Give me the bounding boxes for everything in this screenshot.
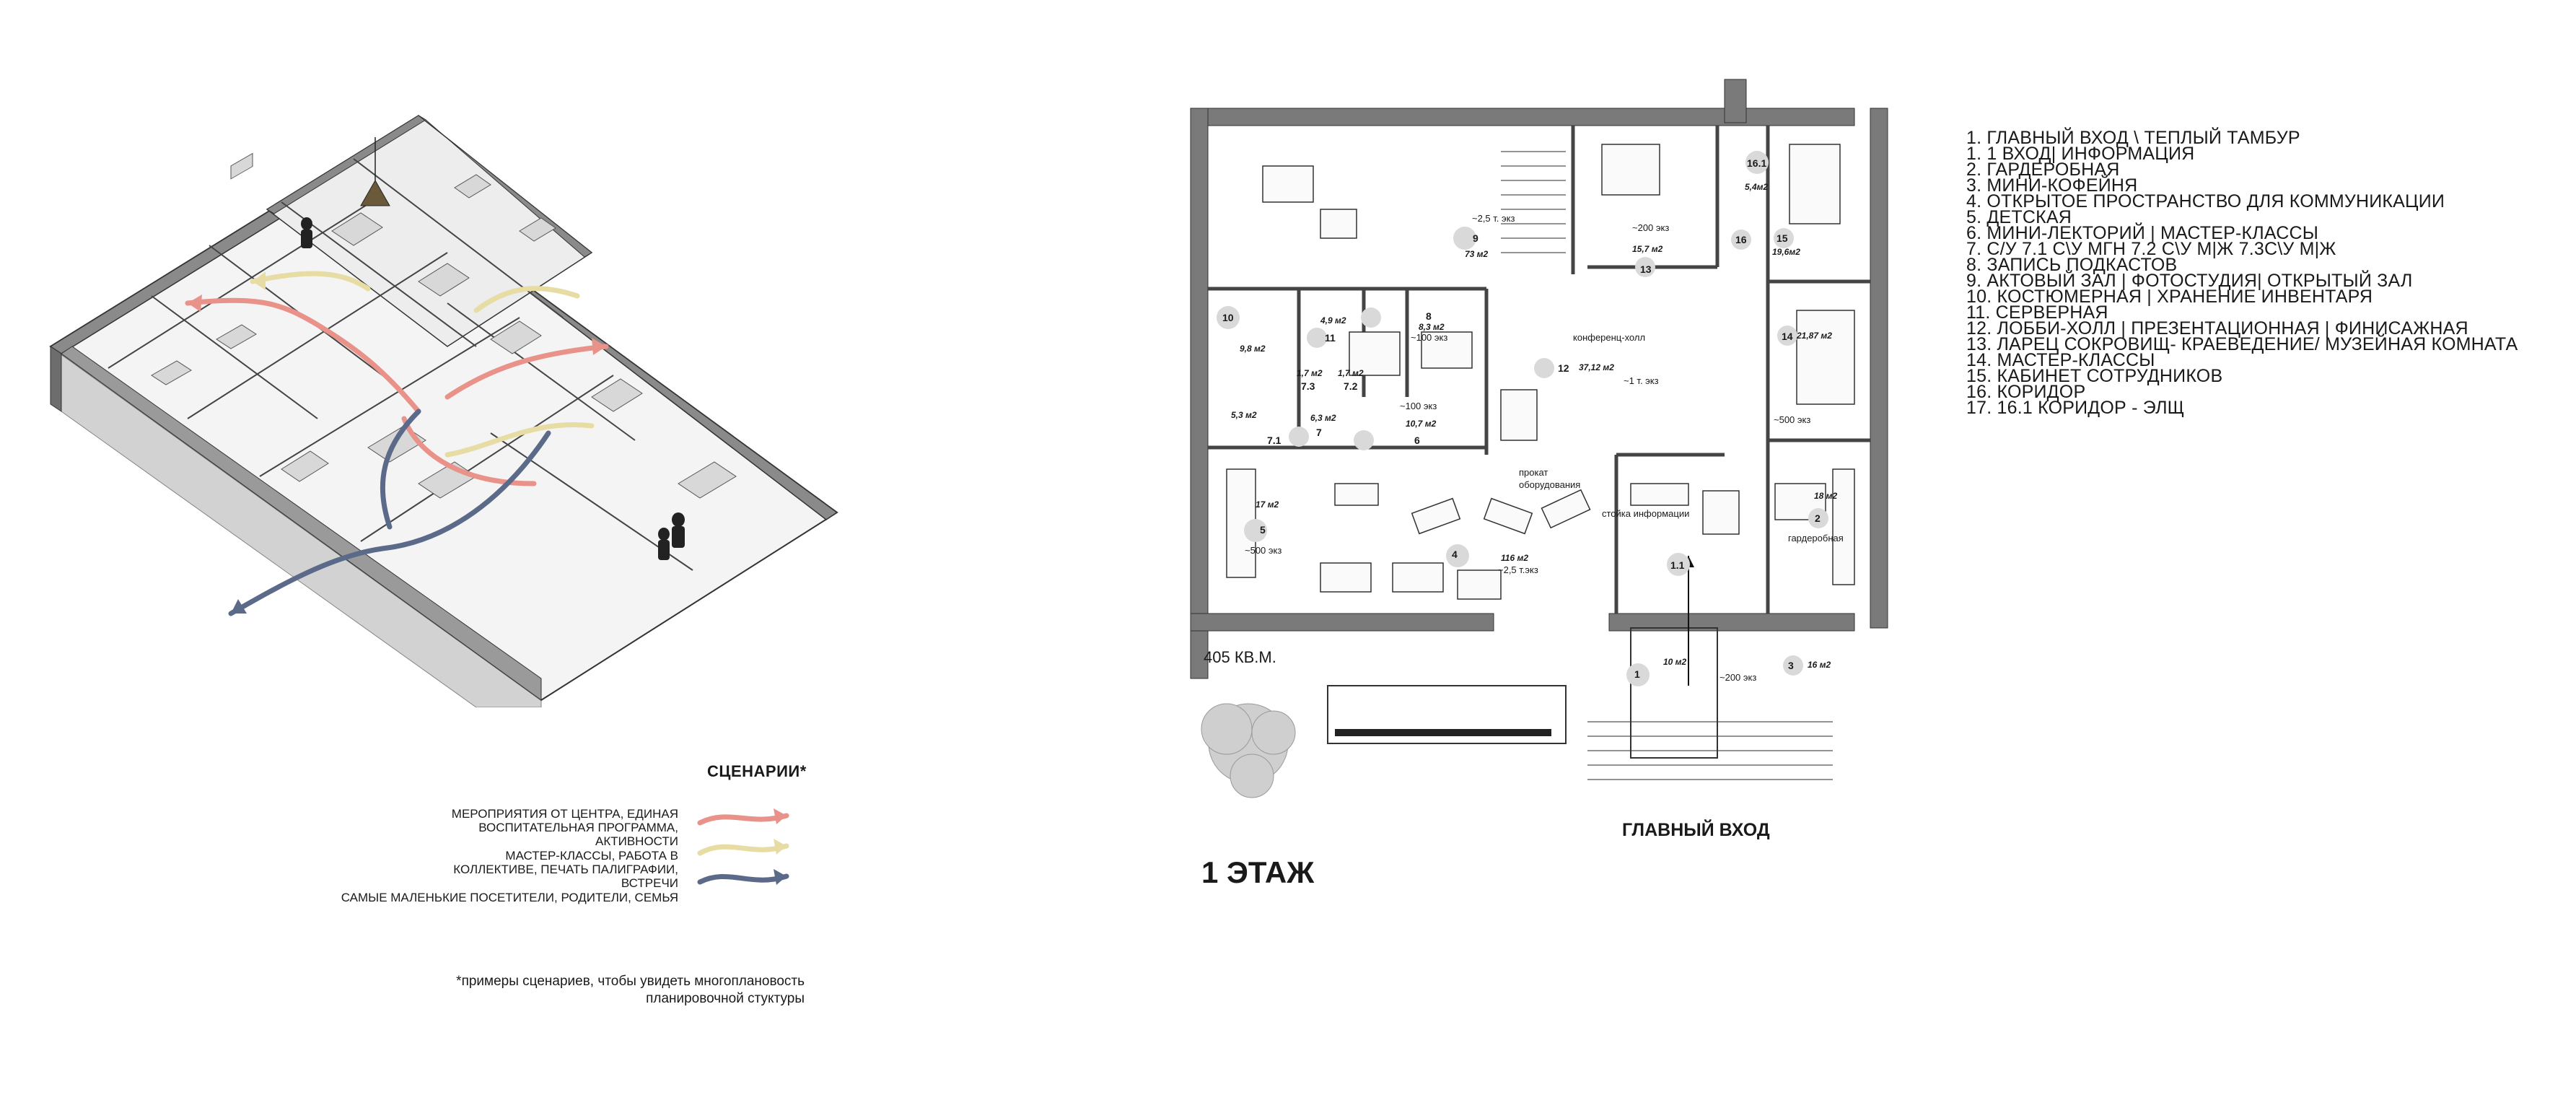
room-7-2-number: 7.2 [1344,380,1358,392]
room-list-item: 1. ГЛАВНЫЙ ВХОД \ ТЕПЛЫЙ ТАМБУР [1966,128,2300,148]
room-list-item: 4. ОТКРЫТОЕ ПРОСТРАНСТВО ДЛЯ КОММУНИКАЦИ… [1966,191,2445,211]
floor-plan [1190,79,1888,798]
room-7-1-area: 5,3 м2 [1231,410,1257,420]
room-list-item: 16. КОРИДОР [1966,382,2086,402]
room-8-number: 8 [1426,310,1432,322]
room-list-item: 10. КОСТЮМЕРНАЯ | ХРАНЕНИЕ ИНВЕНТАРЯ [1966,287,2373,307]
label-approx-100-a: ~100 экз [1411,332,1448,343]
legend-swatches [697,808,789,885]
room-14-area: 21,87 м2 [1797,331,1832,341]
main-entrance-label: ГЛАВНЫЙ ВХОД [1622,820,1770,840]
footnote-line-2: планировочной стуктуры [646,991,805,1006]
total-area: 405 КВ.М. [1204,648,1276,666]
isometric-building-view [49,115,838,707]
room-10-area: 9,8 м2 [1240,344,1266,354]
room-list-item: 9. АКТОВЫЙ ЗАЛ | ФОТОСТУДИЯ| ОТКРЫТЫЙ ЗА… [1966,271,2413,291]
room-6-number: 6 [1414,435,1420,446]
room-list-item: 2. ГАРДЕРОБНАЯ [1966,160,2120,180]
room-list-item: 6. МИНИ-ЛЕКТОРИЙ | МАСТЕР-КЛАССЫ [1966,223,2319,243]
room-13-area: 15,7 м2 [1632,244,1663,254]
legend-item-2-text: МАСТЕР-КЛАССЫ, РАБОТА В КОЛЛЕКТИВЕ, ПЕЧА… [453,849,678,890]
room-7-2-area: 1,7 м2 [1338,368,1364,378]
room-list-item: 8. ЗАПИСЬ ПОДКАСТОВ [1966,255,2178,275]
room-14-number: 14 [1782,331,1793,342]
room-3-area: 16 м2 [1808,660,1831,670]
room-list-item: 11. СЕРВЕРНАЯ [1966,302,2108,323]
room-16-1-number: 16.1 [1747,157,1767,169]
room-16-number: 16 [1735,234,1747,245]
room-7-3-area: 1,7 м2 [1297,368,1323,378]
label-approx-100-b: ~100 экз [1400,401,1437,411]
room-4-area: 116 м2 [1501,553,1529,563]
room-9-number: 9 [1473,232,1478,244]
label-rental-1: прокат [1519,467,1548,478]
legend-item-3-text: САМЫЕ МАЛЕНЬКИЕ ПОСЕТИТЕЛИ, РОДИТЕЛИ, СЕ… [341,891,678,904]
room-2-area: 18 м2 [1814,491,1838,501]
room-8-area: 8,3 м2 [1419,322,1445,332]
room-list-item: 15. КАБИНЕТ СОТРУДНИКОВ [1966,366,2223,386]
room-7-1-number: 7.1 [1267,435,1282,446]
room-1-number: 1 [1634,668,1640,680]
label-approx-1t: ~1 т. экз [1624,375,1659,386]
room-list: 1. ГЛАВНЫЙ ВХОД \ ТЕПЛЫЙ ТАМБУР 1. 1 ВХО… [1966,128,2518,418]
label-info-desk: стойка информации [1602,508,1690,519]
label-approx-25-a: ~2,5 т. экз [1472,213,1515,224]
room-1-1-number: 1.1 [1670,559,1685,571]
room-7-area: 6,3 м2 [1310,413,1336,423]
legend-title: СЦЕНАРИИ* [707,762,807,780]
label-conf-hall: конференц-холл [1573,332,1646,343]
floor-title: 1 ЭТАЖ [1201,855,1315,889]
room-7-number: 7 [1316,427,1322,438]
footnote-line-1: *примеры сценариев, чтобы увидеть многоп… [456,974,805,989]
room-list-item: 14. МАСТЕР-КЛАССЫ [1966,350,2155,370]
room-2-number: 2 [1815,512,1821,524]
legend-footnote: *примеры сценариев, чтобы увидеть многоп… [303,973,805,1008]
label-approx-500-a: ~500 экз [1245,545,1282,556]
label-approx-500-b: ~500 экз [1774,414,1811,425]
label-approx-200-b: ~200 экз [1719,672,1757,683]
room-15-number: 15 [1777,232,1788,244]
tree-icon [1201,703,1296,798]
room-list-item: 17. 16.1 КОРИДОР - ЭЛЩ [1966,398,2185,418]
room-4-number: 4 [1452,549,1458,560]
room-12-area: 37,12 м2 [1579,362,1614,372]
room-13-number: 13 [1640,263,1652,275]
room-list-item: 3. МИНИ-КОФЕЙНЯ [1966,175,2138,196]
room-list-item: 5. ДЕТСКАЯ [1966,207,2072,227]
room-list-item: 7. С/У 7.1 С\У МГН 7.2 С\У М|Ж 7.3С\У М|… [1966,239,2336,259]
room-15-area: 19,6м2 [1772,247,1800,257]
label-cloakroom: гардеробная [1788,533,1844,544]
room-7-3-number: 7.3 [1301,380,1315,392]
label-approx-200-a: ~200 экз [1632,222,1670,233]
room-5-area: 17 м2 [1256,499,1279,510]
legend-arrow-blue [697,873,789,885]
legend-arrow-yellow [697,843,789,856]
label-approx-25-b: ~2,5 т.экз [1498,564,1538,575]
room-list-item: 12. ЛОББИ-ХОЛЛ | ПРЕЗЕНТАЦИОННАЯ | ФИНИС… [1966,318,2468,339]
label-rental-2: оборудования [1519,479,1581,490]
room-11-number: 11 [1325,332,1336,344]
room-9-area: 73 м2 [1465,249,1489,259]
room-3-number: 3 [1788,660,1794,671]
room-list-item: 1. 1 ВХОД| ИНФОРМАЦИЯ [1966,144,2195,164]
room-12-number: 12 [1558,362,1569,374]
legend-item-1-text: МЕРОПРИЯТИЯ ОТ ЦЕНТРА, ЕДИНАЯ ВОСПИТАТЕЛ… [451,807,678,848]
legend-arrow-red [697,813,789,826]
room-16-1-area: 5,4м2 [1745,182,1769,192]
room-1-area: 10 м2 [1663,657,1687,667]
room-list-item: 13. ЛАРЕЦ СОКРОВИЩ- КРАЕВЕДЕНИЕ/ МУЗЕЙНА… [1966,334,2518,354]
room-6-area: 10,7 м2 [1406,419,1437,429]
room-10-number: 10 [1222,312,1234,323]
room-11-area: 4,9 м2 [1320,315,1346,326]
room-5-number: 5 [1260,524,1266,536]
